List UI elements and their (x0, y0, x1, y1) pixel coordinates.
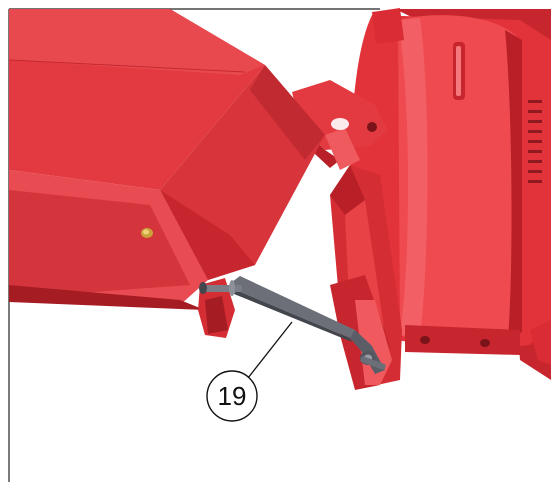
vent-slots (528, 100, 542, 183)
infeed-chute (8, 9, 325, 338)
callout-circle (206, 370, 258, 422)
machine-housing (350, 8, 551, 380)
callout-leader-line (247, 321, 293, 379)
callout-19: 19 (206, 321, 293, 422)
support-rod (199, 276, 386, 374)
callout-number: 19 (218, 381, 247, 411)
